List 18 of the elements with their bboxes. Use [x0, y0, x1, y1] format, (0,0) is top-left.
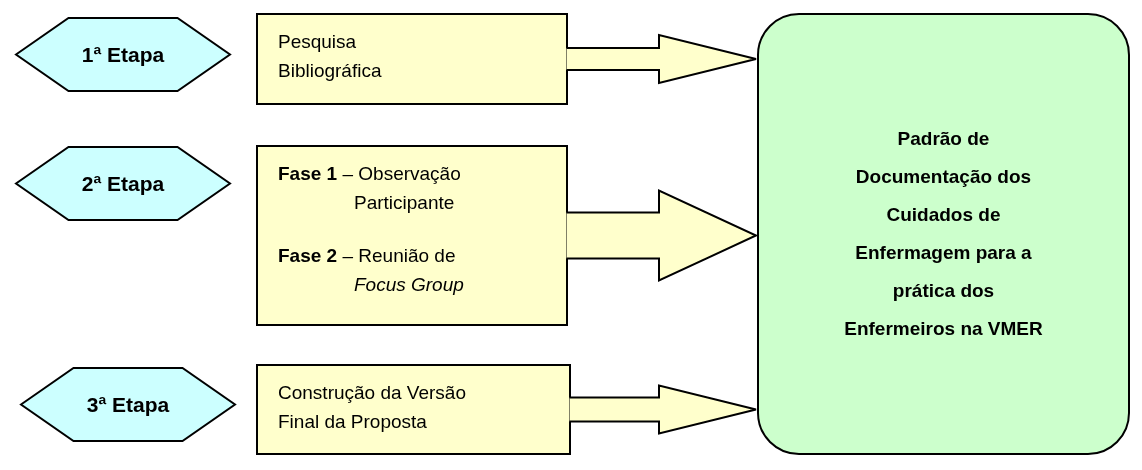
task-text: Fase 2 – Reunião de Focus Group [278, 244, 465, 297]
block-arrow [568, 384, 757, 435]
block-arrow [565, 33, 757, 85]
process-box [256, 145, 568, 326]
step-label: 3ª Etapa [85, 392, 171, 417]
task-text: Fase 1 – Observação Participante [278, 162, 462, 215]
result-box [757, 13, 1130, 455]
step-label: 1ª Etapa [80, 42, 166, 67]
block-arrow [565, 188, 759, 283]
hexagon-shape [19, 366, 237, 443]
hexagon-shape [14, 145, 232, 222]
hexagon-shape [14, 16, 232, 93]
task-text: Pesquisa Bibliográfica [278, 30, 383, 83]
task-text: Construção da Versão Final da Proposta [278, 381, 467, 434]
result-text: Padrão de Documentação dos Cuidados de Enfermagem para a prática dos Enfermeiros na VMER [843, 127, 1044, 341]
step-label: 2ª Etapa [80, 171, 166, 196]
process-box [256, 13, 568, 105]
process-box [256, 364, 571, 455]
